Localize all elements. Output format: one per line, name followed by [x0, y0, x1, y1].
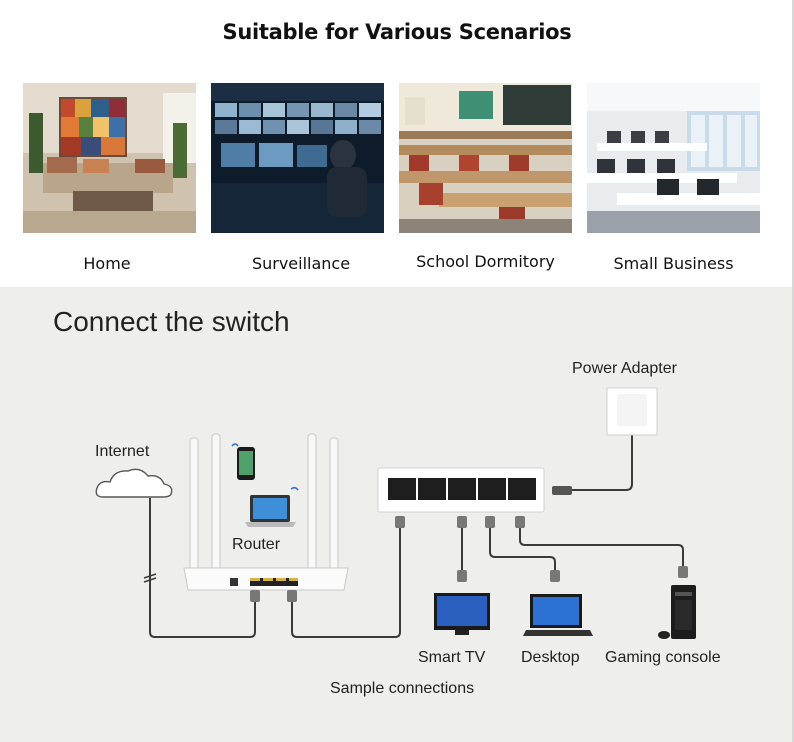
connect-title: Connect the switch: [53, 306, 290, 337]
gaming-console-label: Gaming console: [605, 649, 721, 666]
console-cable: [519, 528, 684, 566]
school-dormitory-photo: [399, 83, 572, 233]
internet-label: Internet: [95, 443, 150, 460]
school-dormitory-caption: School Dormitory: [416, 252, 555, 271]
router-antennas: [189, 433, 339, 589]
gaming-console-icon: [658, 585, 696, 639]
cable-break-mark: [143, 573, 157, 583]
power-adapter-label: Power Adapter: [572, 360, 677, 377]
router-switch-cable: [291, 528, 401, 638]
small-business-photo: [587, 83, 760, 233]
power-adapter-icon: [606, 387, 658, 436]
scenarios-title: Suitable for Various Scenarios: [222, 20, 572, 44]
network-switch-icon: [377, 467, 545, 513]
small-business-caption: Small Business: [613, 254, 734, 273]
desktop-cable: [489, 528, 556, 570]
power-cable: [572, 435, 633, 491]
surveillance-photo: [211, 83, 384, 233]
desktop-label: Desktop: [521, 649, 580, 666]
smart-tv-label: Smart TV: [418, 649, 486, 666]
smartphone-icon: [231, 443, 255, 480]
page-edge: [792, 0, 794, 742]
sample-connections-label: Sample connections: [330, 680, 475, 697]
smart-tv-icon: [434, 593, 490, 635]
internet-cable: [149, 498, 256, 638]
laptop-icon: [245, 486, 299, 527]
rj45-plugs: [250, 516, 688, 602]
home-caption: Home: [83, 254, 131, 273]
dc-plug-icon: [552, 486, 572, 495]
router-label: Router: [232, 536, 281, 553]
surveillance-caption: Surveillance: [251, 254, 351, 273]
internet-cloud-icon: [95, 468, 173, 498]
connect-section: [0, 287, 794, 742]
desktop-icon: [523, 594, 593, 636]
connection-diagram: [95, 387, 696, 639]
home-photo: [23, 83, 196, 233]
